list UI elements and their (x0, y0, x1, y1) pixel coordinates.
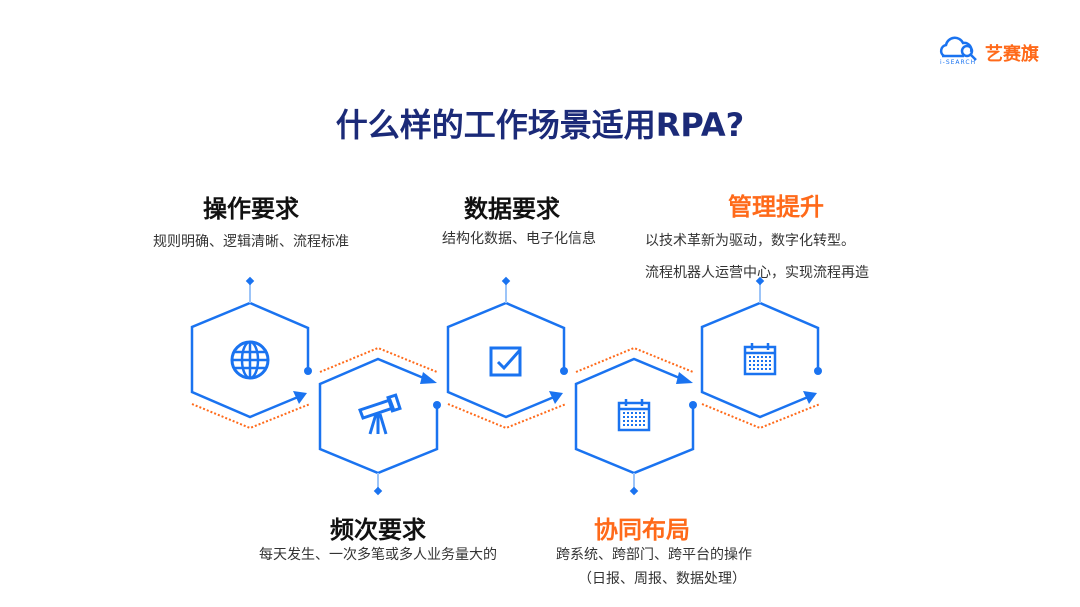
checkbox-icon (489, 346, 522, 377)
orange-dotted-guide (447, 403, 567, 430)
orange-dotted-guide (575, 346, 694, 373)
desc-collaboration-2: （日报、周报、数据处理） (578, 571, 746, 587)
heading-operation: 操作要求 (203, 195, 299, 223)
heading-collaboration: 协同布局 (594, 516, 690, 544)
desc-frequency: 每天发生、一次多笔或多人业务量大的 (259, 547, 497, 563)
arrow-head-icon (549, 391, 563, 404)
arrow-head-icon (420, 372, 437, 384)
orange-dotted-guide (191, 403, 311, 430)
desc-management-2: 流程机器人运营中心，实现流程再造 (645, 265, 869, 281)
orange-dotted-guide (319, 346, 438, 373)
heading-management: 管理提升 (728, 193, 824, 221)
hexagon-step-3 (446, 276, 568, 430)
hexagon-outline (190, 301, 310, 419)
hexagon-outline (574, 357, 695, 475)
brand-name: 艺赛旗 (985, 44, 1039, 65)
hexagon-step-1 (190, 276, 312, 430)
heading-data: 数据要求 (464, 195, 560, 223)
endpoint-dot (304, 367, 312, 375)
endpoint-dot (689, 401, 697, 409)
hexagon-outline (318, 357, 439, 475)
desc-operation: 规则明确、逻辑清晰、流程标准 (153, 234, 349, 250)
globe-icon (230, 340, 270, 380)
desc-data: 结构化数据、电子化信息 (442, 231, 596, 247)
brand-subtitle: i-SEARCH (940, 59, 977, 66)
hexagon-step-4 (574, 346, 697, 496)
page-title: 什么样的工作场景适用RPA? (335, 106, 745, 144)
cloud-search-logo-icon (939, 36, 977, 61)
orange-dotted-guide (701, 403, 821, 430)
arrow-head-icon (676, 372, 693, 384)
diamond-marker-icon (755, 276, 765, 286)
calendar-icon (617, 399, 651, 432)
heading-frequency: 频次要求 (330, 516, 426, 544)
arrow-head-icon (293, 391, 307, 404)
diamond-marker-icon (245, 276, 255, 286)
desc-collaboration-1: 跨系统、跨部门、跨平台的操作 (556, 547, 752, 563)
calendar-icon (743, 343, 777, 376)
endpoint-dot (433, 401, 441, 409)
diamond-marker-icon (373, 486, 383, 496)
diamond-marker-icon (629, 486, 639, 496)
endpoint-dot (560, 367, 568, 375)
arrow-head-icon (803, 391, 817, 404)
endpoint-dot (814, 367, 822, 375)
hexagon-outline (446, 301, 566, 419)
desc-management-1: 以技术革新为驱动，数字化转型。 (645, 233, 855, 249)
telescope-icon (358, 393, 402, 435)
hexagon-step-2 (318, 346, 441, 496)
hexagon-outline (700, 301, 820, 419)
diamond-marker-icon (501, 276, 511, 286)
hexagon-step-5 (700, 276, 822, 430)
